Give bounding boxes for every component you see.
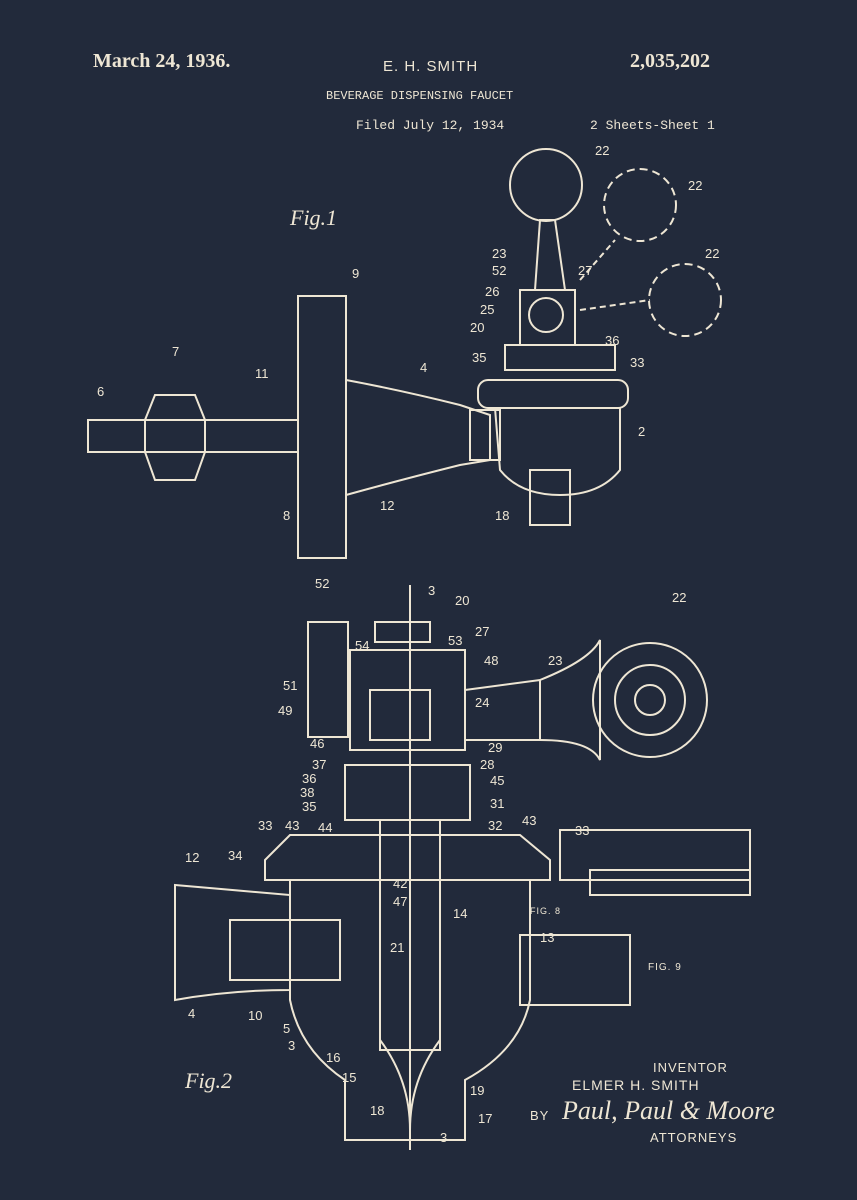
reference-numeral: 27	[475, 624, 489, 639]
reference-numeral: 54	[355, 638, 369, 653]
reference-numeral: 20	[455, 593, 469, 608]
fig2-drawing	[174, 585, 751, 1150]
by-label: BY	[530, 1108, 550, 1123]
reference-numeral: 22	[705, 246, 719, 261]
reference-numeral: 32	[488, 818, 502, 833]
reference-numeral: 4	[188, 1006, 195, 1021]
reference-numeral: 22	[595, 143, 609, 158]
reference-numeral: 45	[490, 773, 504, 788]
reference-numeral: 42	[393, 876, 407, 891]
reference-numeral: 14	[453, 906, 467, 921]
reference-numeral: 31	[490, 796, 504, 811]
reference-numeral: 35	[302, 799, 316, 814]
reference-numeral: 36	[605, 333, 619, 348]
reference-numeral: 12	[380, 498, 394, 513]
reference-numeral: 34	[228, 848, 242, 863]
attorneys-signature: Paul, Paul & Moore	[562, 1096, 775, 1125]
reference-numeral: 43	[522, 813, 536, 828]
reference-numeral: 6	[97, 384, 104, 399]
reference-numeral: 37	[312, 757, 326, 772]
reference-numeral: 38	[300, 785, 314, 800]
reference-numeral: 22	[688, 178, 702, 193]
reference-numeral: 44	[318, 820, 332, 835]
attorneys-label: ATTORNEYS	[650, 1130, 738, 1145]
reference-numeral: 3	[288, 1038, 295, 1053]
reference-numeral: 35	[472, 350, 486, 365]
reference-numeral: 15	[342, 1070, 356, 1085]
reference-numeral: 43	[285, 818, 299, 833]
reference-numeral: 21	[390, 940, 404, 955]
reference-numeral: 46	[310, 736, 324, 751]
reference-numeral: 26	[485, 284, 499, 299]
sheet-count: 2 Sheets-Sheet 1	[590, 118, 715, 133]
reference-numeral: 53	[448, 633, 462, 648]
reference-numeral: 27	[578, 263, 592, 278]
reference-numeral: 29	[488, 740, 502, 755]
inventor-short: E. H. SMITH	[383, 58, 479, 75]
reference-numeral: 17	[478, 1111, 492, 1126]
reference-numeral: 22	[672, 590, 686, 605]
patent-number: 2,035,202	[630, 50, 710, 72]
inventor-name: ELMER H. SMITH	[572, 1077, 700, 1093]
reference-numeral: 49	[278, 703, 292, 718]
reference-numeral: 33	[258, 818, 272, 833]
reference-numeral: 36	[302, 771, 316, 786]
fig2-label: Fig.2	[185, 1068, 233, 1093]
reference-numeral: 3	[428, 583, 435, 598]
reference-numeral: 18	[370, 1103, 384, 1118]
reference-numeral: 7	[172, 344, 179, 359]
reference-numeral: 33	[630, 355, 644, 370]
reference-numeral: 25	[480, 302, 494, 317]
reference-numeral: 28	[480, 757, 494, 772]
reference-numeral: 16	[326, 1050, 340, 1065]
reference-numeral: 20	[470, 320, 484, 335]
reference-numeral: 3	[440, 1130, 447, 1145]
reference-numeral: 8	[283, 508, 290, 523]
reference-numeral: 33	[575, 823, 589, 838]
reference-numeral: 12	[185, 850, 199, 865]
patent-title: BEVERAGE DISPENSING FAUCET	[326, 89, 514, 103]
inventor-label: INVENTOR	[653, 1060, 728, 1075]
fig1-drawing	[87, 148, 722, 559]
reference-numeral: 24	[475, 695, 489, 710]
reference-numeral: 9	[352, 266, 359, 281]
reference-numeral: 10	[248, 1008, 262, 1023]
fig9-label: FIG. 9	[648, 962, 682, 973]
reference-numeral: 11	[255, 366, 269, 381]
fig8-label: FIG. 8	[530, 906, 562, 916]
reference-numeral: 19	[470, 1083, 484, 1098]
reference-numeral: 4	[420, 360, 427, 375]
reference-numeral: 51	[283, 678, 297, 693]
reference-numeral: 5	[283, 1021, 290, 1036]
reference-numeral: 13	[540, 930, 554, 945]
reference-numeral: 23	[548, 653, 562, 668]
reference-numeral: 18	[495, 508, 509, 523]
reference-numeral: 52	[492, 263, 506, 278]
reference-numeral: 47	[393, 894, 407, 909]
reference-numeral: 2	[638, 424, 645, 439]
reference-numeral: 52	[315, 576, 329, 591]
fig1-label: Fig.1	[290, 205, 338, 230]
reference-numeral: 23	[492, 246, 506, 261]
reference-numeral: 48	[484, 653, 498, 668]
patent-date: March 24, 1936.	[93, 50, 231, 72]
filed-date: Filed July 12, 1934	[356, 118, 505, 133]
